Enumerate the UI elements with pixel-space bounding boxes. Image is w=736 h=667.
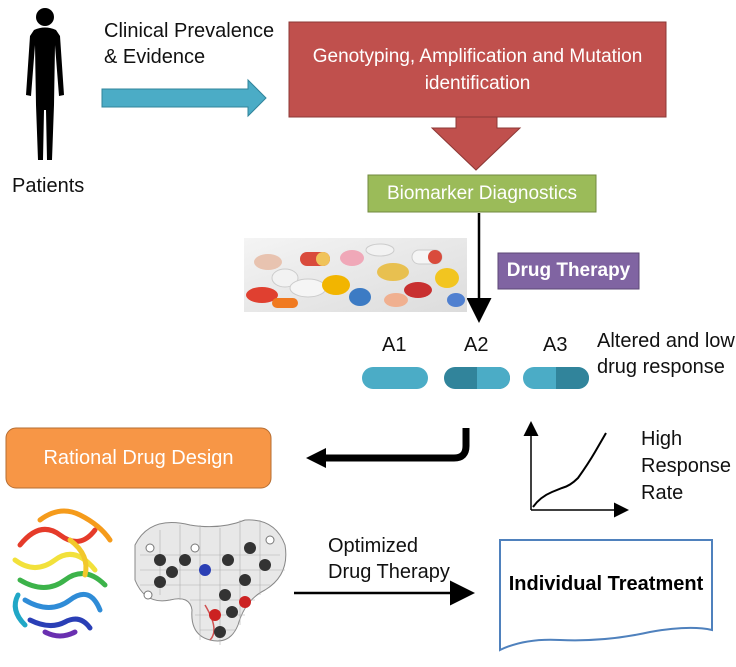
genotyping-line2: identification [424,72,531,94]
patient-silhouette-icon [26,8,64,160]
response-label-line2: Response [641,455,732,477]
capsule-a1 [362,367,428,389]
drug-therapy-text: Drug Therapy [506,260,631,281]
capsule-a2 [444,367,510,389]
return-arrowhead [306,448,326,468]
optimized-label-line1: Optimized [328,535,419,557]
response-curve [532,432,607,508]
protein-structure-image [12,508,113,639]
genotyping-line1: Genotyping, Amplification and Mutation [312,45,643,67]
altered-label-line1: Altered and low [597,330,735,352]
capsule-a1-label: A1 [382,334,407,356]
genotyping-text: Genotyping, Amplification and Mutation i… [289,22,666,117]
rational-drug-design-text: Rational Drug Design [43,446,234,469]
molecule-mesh-image [134,519,287,645]
clinical-label-line2: & Evidence [104,46,206,68]
biomarker-box [367,174,597,213]
response-label-line3: Rate [641,482,684,504]
response-label-line1: High [641,428,683,450]
altered-label-line2: drug response [597,356,725,378]
capsule-a3 [523,367,589,389]
genotyping-box [288,21,667,118]
response-rate-plot [523,421,629,518]
biomarker-text: Biomarker Diagnostics [386,182,578,204]
drug-therapy-box [497,252,640,290]
capsule-a3-label: A3 [543,334,568,356]
pills-image [244,238,467,312]
individual-treatment-text: Individual Treatment [508,572,704,595]
rational-drug-design-box [5,427,272,489]
genotyping-down-arrow [430,116,522,171]
optimized-label-line2: Drug Therapy [328,561,450,583]
return-bent-arrow [322,428,470,462]
clinical-label-line1: Clinical Prevalence [104,20,275,42]
individual-treatment-box [499,539,713,652]
patients-label: Patients [12,175,85,197]
capsule-a2-label: A2 [464,334,489,356]
clinical-arrow [101,78,267,118]
